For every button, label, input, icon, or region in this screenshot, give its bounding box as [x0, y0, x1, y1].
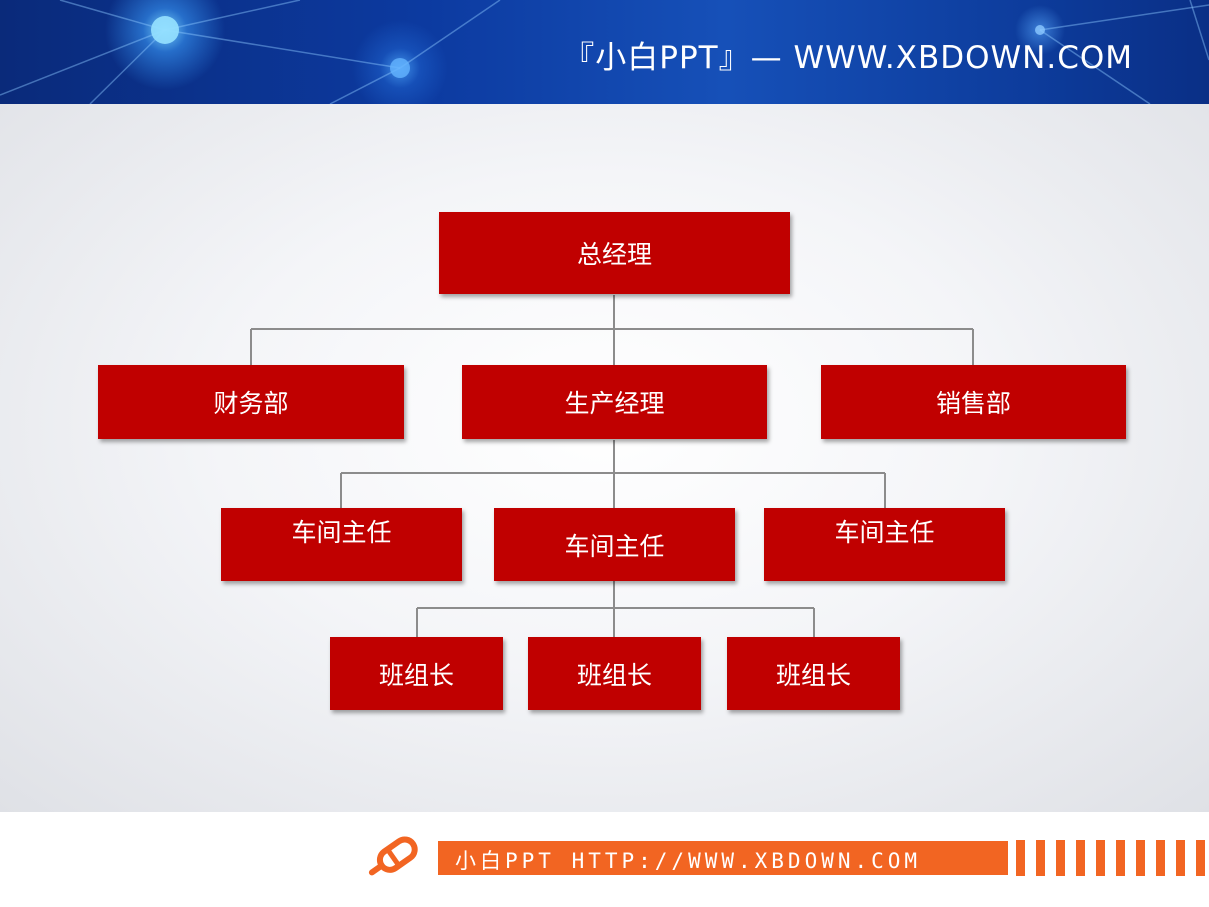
org-node-label: 车间主任: [834, 518, 935, 547]
org-chart-canvas: 总经理 财务部 生产经理 销售部 车间主任 车间主任 车间主任 班组长 班组长 …: [0, 104, 1209, 812]
org-node-label: 生产经理: [564, 389, 665, 418]
org-node-label: 车间主任: [291, 518, 392, 547]
org-node-label: 车间主任: [564, 531, 665, 561]
org-node-label: 班组长: [378, 660, 454, 690]
footer-stripe: [1056, 840, 1065, 876]
org-node-workshop-director-2: 车间主任: [494, 508, 735, 581]
org-node-label: 销售部: [935, 389, 1011, 418]
network-background-graphic: [0, 0, 1209, 104]
org-node-production-manager: 生产经理: [462, 365, 767, 439]
org-node-workshop-director-1: 车间主任: [221, 508, 462, 581]
org-node-team-leader-2: 班组长: [528, 637, 701, 710]
footer-stripe: [1116, 840, 1125, 876]
org-node-team-leader-1: 班组长: [330, 637, 503, 710]
footer-url-band: [438, 841, 1008, 875]
footer-stripes: [1016, 840, 1209, 876]
org-node-label: 财务部: [213, 389, 289, 418]
header-title: 『小白PPT』— WWW.XBDOWN.COM: [563, 40, 1133, 76]
footer-stripe: [1076, 840, 1085, 876]
footer-stripe: [1096, 840, 1105, 876]
footer-bar: 小白PPT HTTP://WWW.XBDOWN.COM: [0, 812, 1209, 907]
footer-stripe: [1196, 840, 1205, 876]
org-chart-connectors: [250, 295, 974, 637]
footer-stripe: [1036, 840, 1045, 876]
footer-url-text: 小白PPT HTTP://WWW.XBDOWN.COM: [455, 849, 922, 873]
org-node-workshop-director-3: 车间主任: [764, 508, 1005, 581]
org-node-finance-dept: 财务部: [98, 365, 404, 439]
org-node-label: 总经理: [576, 240, 652, 269]
org-node-sales-dept: 销售部: [821, 365, 1126, 439]
org-node-label: 班组长: [775, 660, 851, 690]
org-node-team-leader-3: 班组长: [727, 637, 900, 710]
footer-stripe: [1136, 840, 1145, 876]
footer-stripe: [1016, 840, 1025, 876]
pencil-icon: [368, 836, 418, 876]
footer-stripe: [1156, 840, 1165, 876]
header-banner: 『小白PPT』— WWW.XBDOWN.COM: [0, 0, 1209, 104]
org-node-general-manager: 总经理: [439, 212, 790, 294]
org-node-label: 班组长: [576, 660, 652, 690]
footer-stripe: [1176, 840, 1185, 876]
